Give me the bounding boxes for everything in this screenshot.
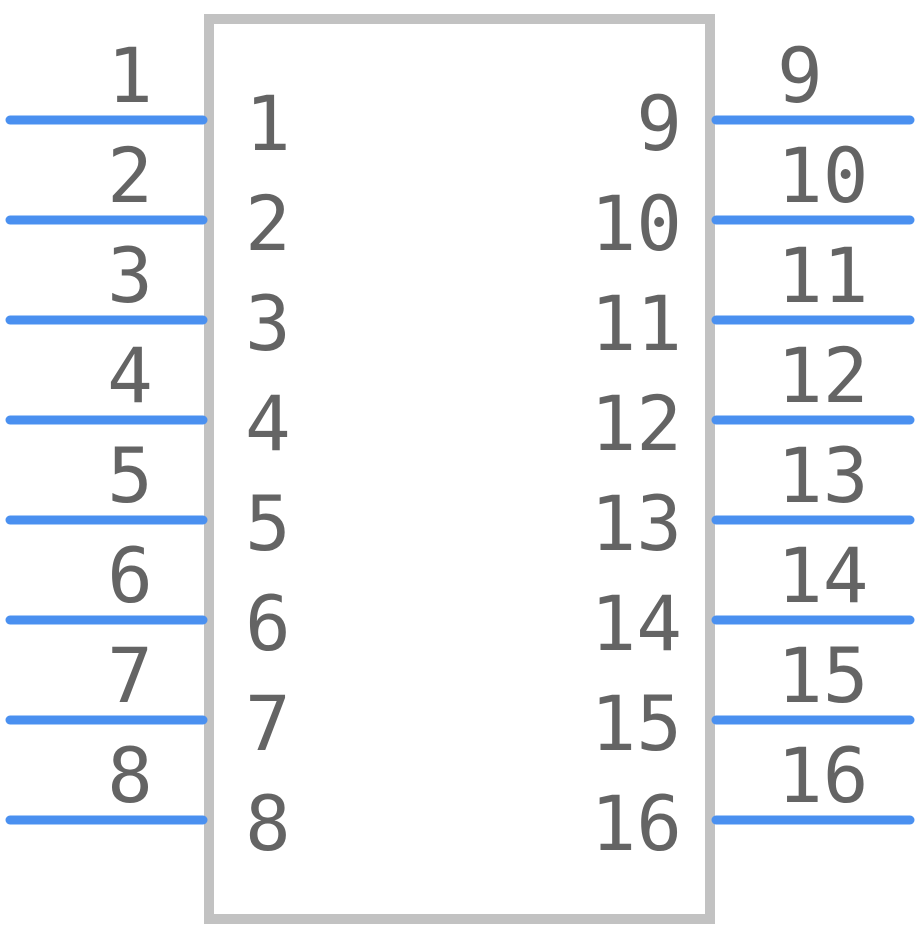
right-pin-group: 9 9 10 10 11 11 12 12 13 13 14 14 15 15 16 16 <box>590 31 915 868</box>
right-pin-name-label: 13 <box>590 479 682 568</box>
right-pin-name-label: 12 <box>590 379 682 468</box>
left-pin-number-label: 8 <box>107 731 153 820</box>
right-pin-name-label: 16 <box>590 779 682 868</box>
left-pin-name-label: 8 <box>245 779 291 868</box>
left-pin-name-label: 1 <box>245 79 291 168</box>
right-pin-name-label: 11 <box>590 279 682 368</box>
left-pin-number-label: 5 <box>107 431 153 520</box>
right-pin-number-label: 12 <box>777 331 869 420</box>
right-pin-name-label: 14 <box>590 579 682 668</box>
left-pin-name-label: 2 <box>245 179 291 268</box>
left-pin-name-label: 4 <box>245 379 291 468</box>
left-pin-name-label: 6 <box>245 579 291 668</box>
right-pin-number-label: 10 <box>777 131 869 220</box>
right-pin-number-label: 11 <box>777 231 869 320</box>
right-pin-number-label: 9 <box>777 31 823 120</box>
right-pin-number-label: 16 <box>777 731 869 820</box>
left-pin-group: 1 1 2 2 3 3 4 4 5 5 6 6 7 7 8 8 <box>5 31 291 868</box>
left-pin-number-label: 7 <box>107 631 153 720</box>
left-pin-number-label: 4 <box>107 331 153 420</box>
right-pin-name-label: 15 <box>590 679 682 768</box>
ic-body <box>204 14 715 924</box>
left-pin-name-label: 3 <box>245 279 291 368</box>
right-pin-name-label: 10 <box>590 179 682 268</box>
right-pin-name-label: 9 <box>636 79 682 168</box>
left-pin-name-label: 5 <box>245 479 291 568</box>
right-pin-number-label: 14 <box>777 531 869 620</box>
left-pin-number-label: 1 <box>107 31 153 120</box>
right-pin-number-label: 15 <box>777 631 869 720</box>
left-pin-name-label: 7 <box>245 679 291 768</box>
left-pin-number-label: 6 <box>107 531 153 620</box>
left-pin-number-label: 3 <box>107 231 153 320</box>
left-pin-number-label: 2 <box>107 131 153 220</box>
right-pin-number-label: 13 <box>777 431 869 520</box>
